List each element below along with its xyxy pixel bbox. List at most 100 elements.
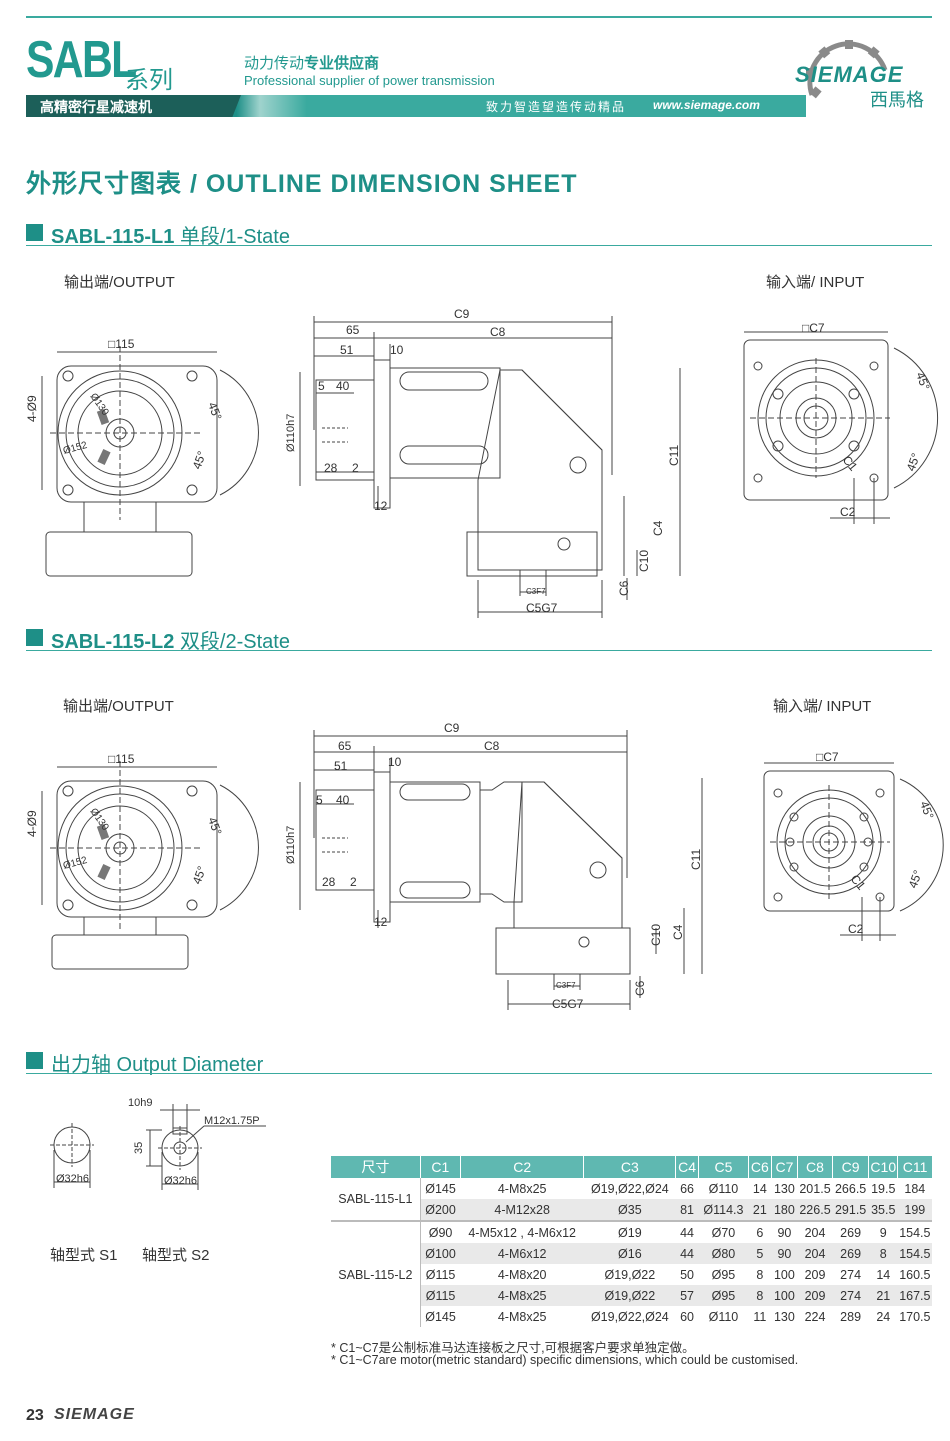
section2-input-view: □C7 45° 45° C1 C2 — [763, 750, 944, 941]
s2-in-c2: C2 — [848, 922, 864, 936]
section1-output-view: □115 4-Ø9 Ø130 Ø152 45° 45° — [25, 337, 259, 577]
table-row: SABL-115-L2 Ø90 4-M5x12 , 4-M6x12 Ø19 44… — [331, 1220, 932, 1327]
s2-out-d152: Ø152 — [62, 855, 89, 872]
s2-side-d51: 51 — [334, 759, 348, 773]
s1-side-d12: 12 — [374, 499, 388, 513]
table-cell: 209 — [797, 1285, 833, 1306]
table-cell: Ø200 — [420, 1199, 461, 1221]
s1-side-c9: C9 — [454, 307, 470, 321]
table-header: C5 — [698, 1156, 750, 1178]
s2-side-c9: C9 — [444, 721, 460, 735]
thread-size: M12x1.75P — [204, 1115, 260, 1127]
table-cell: 14 — [748, 1178, 772, 1199]
section2-input-label: 输入端/ INPUT — [773, 698, 872, 715]
table-header: C4 — [675, 1156, 699, 1178]
s1-out-d152: Ø152 — [62, 440, 89, 457]
s2-side-d12: 12 — [374, 915, 388, 929]
section1-rule — [26, 245, 932, 246]
tagline-cn: 动力传动专业供应商 — [244, 52, 379, 73]
table-cell: Ø19,Ø22,Ø24 — [583, 1178, 676, 1199]
table-row: Ø100 4-M6x12 Ø16 44 Ø80 5 90 204 269 8 1… — [331, 1243, 932, 1264]
key-width: 10h9 — [128, 1097, 152, 1109]
table-cell: 204 — [797, 1220, 833, 1243]
output-shaft-drawings: Ø32h6 Ø32h6 10h9 35 M12x1.75P — [50, 1097, 266, 1190]
table-model-cell: SABL-115-L2 — [331, 1220, 421, 1327]
table-cell: Ø80 — [698, 1243, 749, 1264]
table-cell: 4-M5x12 , 4-M6x12 — [460, 1220, 584, 1243]
table-cell: Ø19,Ø22,Ø24 — [583, 1306, 676, 1327]
section2-side-view: C9 C8 65 51 10 5 40 Ø110h7 28 2 12 C11 C… — [285, 721, 703, 1011]
header-subtitle: 高精密行星减速机 — [40, 99, 152, 115]
table-cell: 266.5 — [832, 1178, 869, 1199]
table-cell: 11 — [748, 1306, 772, 1327]
series-suffix: 系列 — [125, 67, 173, 94]
note-cn: * C1~C7是公制标准马达连接板之尺寸,可根据客户要求单独定做。 — [331, 1341, 695, 1355]
table-header: C11 — [897, 1156, 932, 1178]
table-cell: 4-M8x20 — [460, 1264, 584, 1285]
section2-output-label: 输出端/OUTPUT — [63, 698, 174, 715]
dimension-table: 尺寸 C1 C2 C3 C4 C5 C6 C7 C8 C9 C10 C11 SA… — [331, 1156, 932, 1327]
table-row: Ø200 4-M12x28 Ø35 81 Ø114.3 21 180 226.5… — [331, 1199, 932, 1221]
table-cell: 90 — [771, 1243, 798, 1264]
table-cell: Ø90 — [420, 1220, 461, 1243]
table-cell: Ø114.3 — [698, 1199, 749, 1221]
section1-model: SABL-115-L1 — [51, 226, 175, 248]
table-cell: 57 — [675, 1285, 699, 1306]
section2-stage: 双段/2-State — [179, 631, 290, 653]
s2-out-d130: Ø130 — [88, 806, 111, 833]
table-cell: 24 — [868, 1306, 898, 1327]
s1-out-hole: 4-Ø9 — [25, 395, 39, 422]
s2-out-hole: 4-Ø9 — [25, 810, 39, 837]
table-cell: 100 — [771, 1285, 798, 1306]
table-cell: Ø35 — [583, 1199, 676, 1221]
table-cell: 21 — [748, 1199, 772, 1221]
top-rule — [26, 16, 932, 18]
s1-side-d110: Ø110h7 — [285, 414, 297, 452]
section1-side-view: C9 C8 65 51 10 5 40 Ø110h7 28 2 12 C11 C… — [285, 307, 681, 618]
table-cell: 8 — [748, 1264, 772, 1285]
s2-side-c4: C4 — [671, 924, 685, 940]
section1-input-view: □C7 45° 45° C1 C2 — [743, 321, 939, 524]
s2-side-c3: C3F7 — [556, 981, 576, 990]
section2-square — [26, 629, 43, 646]
key-depth: 35 — [133, 1142, 145, 1154]
table-cell: 274 — [832, 1285, 869, 1306]
table-cell: Ø70 — [698, 1220, 749, 1243]
s2-side-c8: C8 — [484, 739, 500, 753]
footer-brand: SIEMAGE — [54, 1406, 135, 1423]
table-cell: 60 — [675, 1306, 699, 1327]
section1-input-label: 输入端/ INPUT — [766, 274, 865, 291]
table-cell: Ø110 — [698, 1178, 749, 1199]
section1-stage: 单段/1-State — [179, 226, 290, 248]
logo-text: SIEMAGE — [795, 62, 904, 87]
table-cell: 184 — [897, 1178, 932, 1199]
page-number: 23 — [26, 1407, 44, 1424]
s1-side-c11: C11 — [667, 445, 681, 466]
s1-side-d10: 10 — [390, 343, 404, 357]
header-url[interactable]: www.siemage.com — [653, 98, 760, 112]
table-cell: 269 — [832, 1243, 869, 1264]
shaft-s2-label: 轴型式 S2 — [142, 1247, 210, 1264]
table-header-row: 尺寸 C1 C2 C3 C4 C5 C6 C7 C8 C9 C10 C11 — [331, 1156, 932, 1178]
section3-title: 出力轴 Output Diameter — [51, 1054, 264, 1076]
table-cell: 274 — [832, 1264, 869, 1285]
table-cell: 8 — [868, 1243, 898, 1264]
table-cell: 224 — [797, 1306, 833, 1327]
s1-side-d65: 65 — [346, 323, 360, 337]
table-cell: 50 — [675, 1264, 699, 1285]
table-model-cell: SABL-115-L1 — [331, 1178, 421, 1221]
table-cell: 4-M12x28 — [460, 1199, 584, 1221]
table-cell: 291.5 — [832, 1199, 869, 1221]
table-cell: Ø115 — [420, 1285, 461, 1306]
s1-out-d130: Ø130 — [88, 391, 111, 418]
table-cell: 154.5 — [897, 1220, 932, 1243]
table-cell: 44 — [675, 1220, 699, 1243]
table-cell: 170.5 — [897, 1306, 932, 1327]
s1-in-c7: □C7 — [802, 321, 825, 335]
table-header: 尺寸 — [331, 1156, 421, 1178]
table-header: C9 — [832, 1156, 870, 1178]
table-cell: Ø110 — [698, 1306, 749, 1327]
s2-side-d40: 40 — [336, 793, 350, 807]
table-cell: 8 — [748, 1285, 772, 1306]
s1-side-c6: C6 — [617, 580, 631, 596]
